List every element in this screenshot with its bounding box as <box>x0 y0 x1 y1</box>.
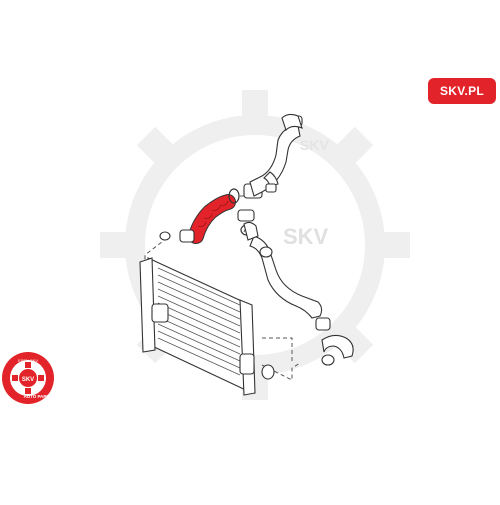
watermark-text: SKV <box>283 224 329 249</box>
intercooler-radiator <box>139 231 275 396</box>
highlighted-intercooler-hose <box>188 194 236 244</box>
lower-charge-air-hose <box>243 221 331 331</box>
upper-turbo-hose <box>249 113 303 197</box>
seal-bottom-text: AUTO PARTS <box>24 394 53 399</box>
throttle-connector-hose <box>321 334 354 366</box>
brand-badge: SKV.PL <box>428 78 496 104</box>
seal-ring-text: ESEN SKV <box>18 358 38 363</box>
skv-seal-logo: SKV ESEN SKV AUTO PARTS <box>2 352 54 404</box>
watermark-text-secondary: SKV <box>300 137 329 153</box>
seal-center-text: SKV <box>22 377 34 383</box>
